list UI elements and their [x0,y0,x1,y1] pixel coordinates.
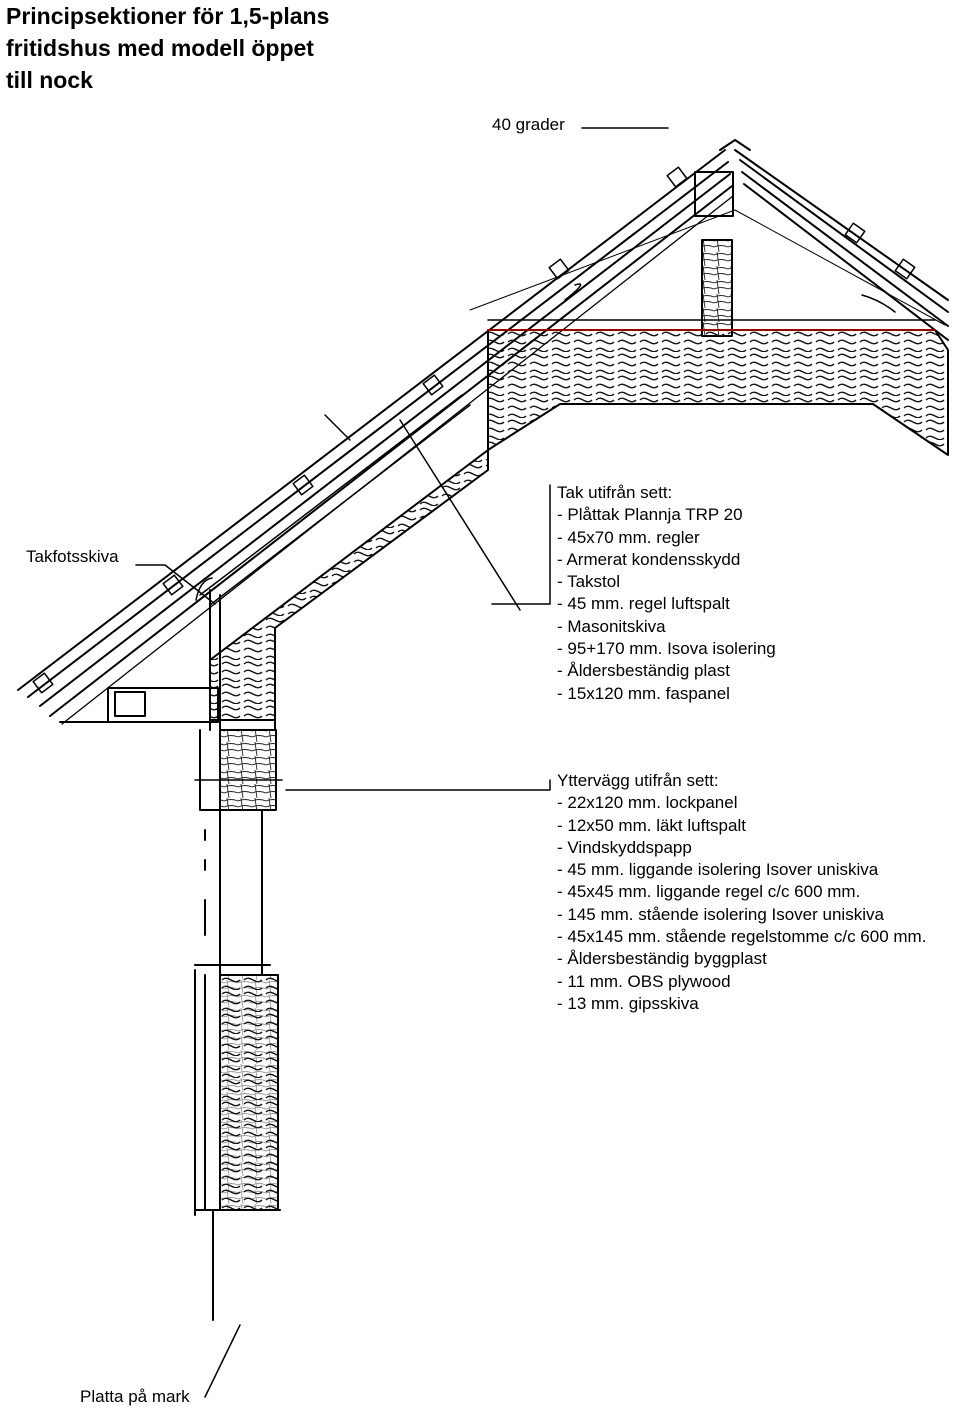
wall-spec-item: - 45x145 mm. stående regelstomme c/c 600… [557,927,927,947]
ceiling-insulation [487,329,949,456]
section-cut-marks [204,414,521,1398]
roof-spec-item: - Åldersbeständig plast [557,661,730,681]
wall-spec-item: - Vindskyddspapp [557,837,692,857]
roof-spec-item: - 95+170 mm. Isova isolering [557,639,776,659]
ridge-block [694,171,734,217]
roof-spec-item: - 45 mm. regel luftspalt [557,594,730,614]
title-line-2: fritidshus med modell öppet [6,35,314,61]
title-line-1: Principsektioner för 1,5-plans [6,3,330,29]
wall-spec-item: - 11 mm. OBS plywood [557,971,731,991]
wall-spec-item: - 22x120 mm. lockpanel [557,793,738,813]
floor-beam [219,729,277,811]
title-line-3: till nock [6,67,93,93]
roof-spec-item: - Takstol [557,572,620,592]
lower-wall [194,809,281,1321]
page-title: Principsektioner för 1,5-plans fritidshu… [6,0,366,96]
roof-insulation [209,449,489,721]
wall-spec-item: - 45 mm. liggande isolering Isover unisk… [557,860,879,880]
roof-spec-list: Tak utifrån sett: - Plåttak Plannja TRP … [557,482,776,705]
ridge-cap [719,139,751,151]
roof-spec-item: - Armerat kondensskydd [557,549,741,569]
roof-spec-item: - Plåttak Plannja TRP 20 [557,505,743,525]
foundation-label: Platta på mark [80,1387,190,1406]
eave-label: Takfotsskiva [26,547,119,566]
wall-spec-heading: Yttervägg utifrån sett: [557,771,719,790]
truss-web [469,209,946,326]
wall-spec-item: - 12x50 mm. läkt luftspalt [557,815,746,835]
ventilation-arrows [195,283,896,601]
roof-spec-heading: Tak utifrån sett: [557,483,673,502]
ridge-post [701,239,733,337]
wall-spec-item: - 13 mm. gipsskiva [557,993,699,1013]
roof-spec-item: - 45x70 mm. regler [557,527,700,547]
roof-spec-item: - Masonitskiva [557,616,666,636]
wall-spec-item: - 45x45 mm. liggande regel c/c 600 mm. [557,882,861,902]
angle-label: 40 grader [492,115,565,134]
wall-spec-item: - 145 mm. stående isolering Isover unisk… [557,904,884,924]
wall-spec-list: Yttervägg utifrån sett: - 22x120 mm. loc… [557,770,926,1015]
wall-spec-item: - Åldersbeständig byggplast [557,949,767,969]
roof-right-slope [734,149,949,341]
roof-spec-item: - 15x120 mm. faspanel [557,683,730,703]
